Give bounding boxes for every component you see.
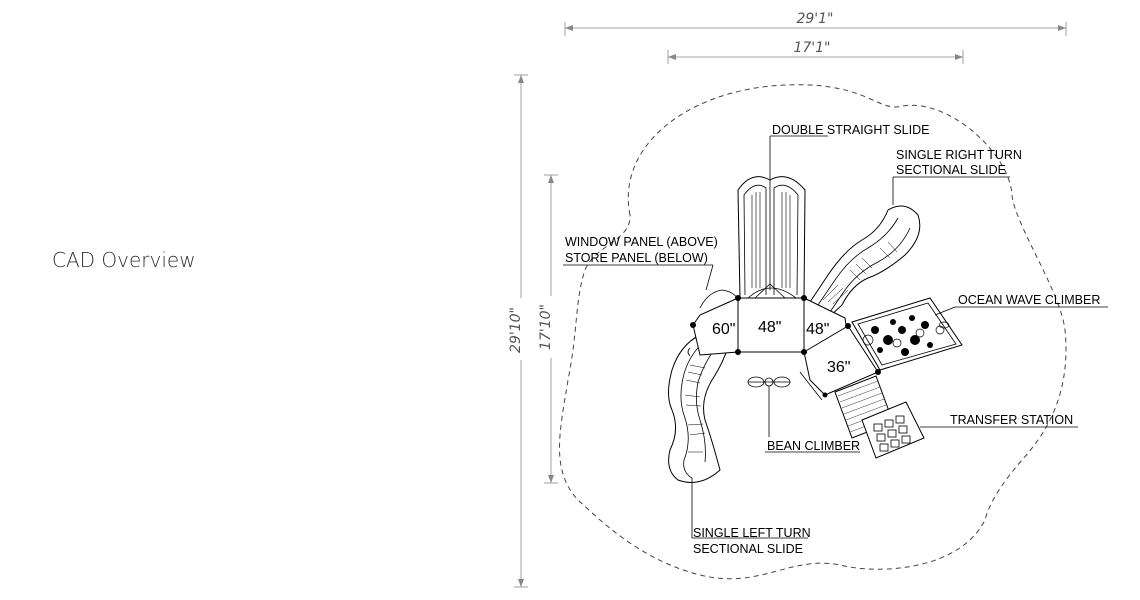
left-turn-slide — [668, 334, 731, 483]
label-transfer: TRANSFER STATION — [950, 413, 1073, 427]
callout-window-panel: WINDOW PANEL (ABOVE) STORE PANEL (BELOW) — [563, 235, 718, 291]
deck-48a-label: 48" — [758, 319, 781, 336]
deck-48b-label: 48" — [806, 321, 829, 338]
dimension-inner-depth: 17'10" — [534, 174, 558, 484]
label-right-turn-1: SINGLE RIGHT TURN — [896, 148, 1022, 162]
label-window-panel: WINDOW PANEL (ABOVE) — [565, 235, 718, 249]
callout-bean: BEAN CLIMBER — [765, 386, 860, 453]
ocean-wave-climber — [851, 297, 963, 371]
inner-width-label: 17'1" — [793, 40, 830, 56]
label-left-turn-2: SECTIONAL SLIDE — [693, 542, 803, 556]
double-straight-slide — [737, 176, 806, 299]
right-turn-slide — [807, 205, 921, 319]
dimension-inner-width: 17'1" — [667, 38, 964, 64]
decks: 60" 48" 48" 36" — [690, 289, 881, 398]
callout-double-slide: DOUBLE STRAIGHT SLIDE — [769, 123, 929, 290]
label-left-turn-1: SINGLE LEFT TURN — [693, 526, 811, 540]
callout-ocean-wave: OCEAN WAVE CLIMBER — [934, 293, 1108, 316]
page-title: CAD Overview — [52, 248, 196, 272]
dimension-overall-depth: 29'10" — [504, 74, 528, 588]
deck-36-label: 36" — [827, 359, 850, 376]
callout-right-turn: SINGLE RIGHT TURN SECTIONAL SLIDE — [892, 148, 1022, 205]
label-bean: BEAN CLIMBER — [767, 439, 860, 453]
dimension-overall-width: 29'1" — [564, 8, 1067, 36]
use-zone-boundary — [559, 84, 1067, 580]
deck-36 — [803, 325, 879, 396]
label-store-panel: STORE PANEL (BELOW) — [565, 251, 708, 265]
label-ocean-wave: OCEAN WAVE CLIMBER — [958, 293, 1100, 307]
overall-depth-label: 29'10" — [508, 307, 524, 353]
callout-left-turn: SINGLE LEFT TURN SECTIONAL SLIDE — [691, 478, 811, 556]
label-double-slide: DOUBLE STRAIGHT SLIDE — [772, 123, 929, 137]
deck-60-label: 60" — [712, 321, 735, 338]
callout-transfer: TRANSFER STATION — [920, 413, 1078, 428]
transfer-station — [834, 375, 925, 459]
label-right-turn-2: SECTIONAL SLIDE — [896, 163, 1006, 177]
deck-edge-detail — [799, 371, 823, 401]
overall-width-label: 29'1" — [796, 11, 833, 27]
inner-depth-label: 17'10" — [538, 304, 554, 350]
bean-climber — [747, 376, 791, 388]
panel-detail — [687, 347, 691, 357]
